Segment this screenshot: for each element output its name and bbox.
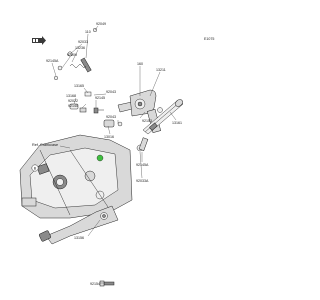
callout-92009: 92009 (67, 53, 77, 57)
page-code: E1075 (204, 37, 214, 41)
label-b-marker: B (31, 164, 39, 172)
callout-13165: 13165 (74, 84, 84, 88)
callout-92145-b: 92145 (68, 104, 78, 108)
exploded-parts-diagram: E1075 (19, 22, 214, 287)
callout-13156: 13156 (74, 236, 84, 240)
leader-lines (51, 25, 177, 284)
callout-13168: 13168 (66, 94, 76, 98)
callout-160: 160 (137, 62, 143, 66)
callout-13016: 13016 (104, 135, 114, 139)
callout-92043-b: 92043 (106, 115, 116, 119)
callout-labels: 92049 110 92033 13236 92009 92145A 160 1… (32, 22, 182, 286)
callout-92145a-top: 92145A (46, 59, 59, 63)
callout-92049: 92049 (96, 22, 106, 26)
callout-92145a-lower: 92145A (136, 163, 149, 167)
callout-92022: 92022 (68, 99, 78, 103)
callout-13161: 13161 (172, 121, 182, 125)
callout-92153: 92153 (142, 119, 152, 123)
callout-92154: 92154 (90, 282, 100, 286)
spring-bolt-assembly (53, 27, 98, 81)
front-direction-icon (32, 36, 46, 45)
gear-shift-shaft (136, 99, 184, 152)
bottom-bolt (99, 280, 115, 287)
callout-13236: 13236 (75, 46, 85, 50)
callout-13211: 13211 (156, 68, 166, 72)
label-b: B (34, 166, 37, 170)
ref-crankcase-note: Ref. Crankcase (32, 143, 58, 147)
callout-92043: 92043 (106, 90, 116, 94)
small-parts-middle (69, 91, 123, 128)
crankcase-body (19, 134, 133, 219)
gear-shift-pedal (39, 205, 119, 245)
green-highlight-marker (96, 154, 104, 162)
callout-92145: 92145 (95, 96, 105, 100)
callout-92033a: 92033A (136, 179, 149, 183)
callout-92033: 92033 (78, 40, 88, 44)
callout-110: 110 (85, 30, 91, 34)
